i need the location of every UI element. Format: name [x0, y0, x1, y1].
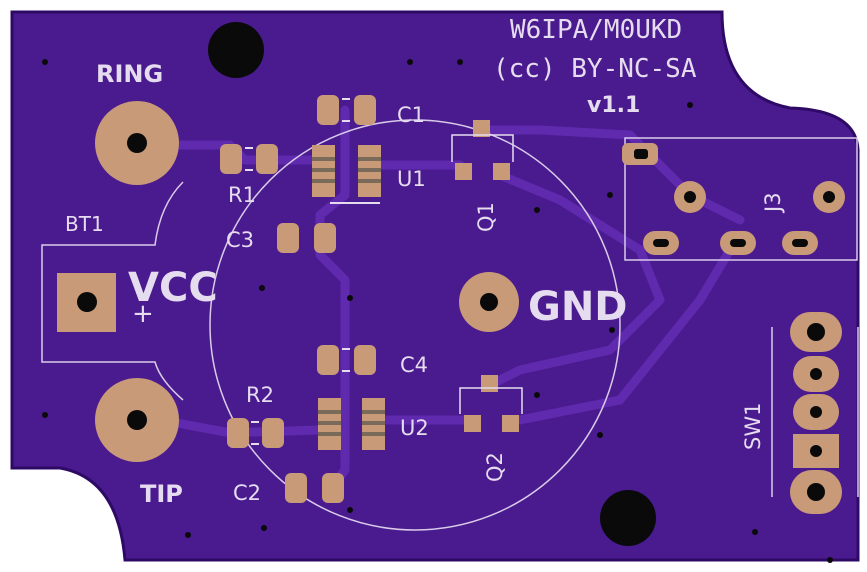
vias	[42, 59, 833, 563]
mounting-hole-bottom	[600, 490, 656, 546]
ref-c4: C4	[400, 353, 428, 377]
sw1-pads	[790, 312, 842, 514]
c1-footprint	[317, 95, 376, 125]
bt1-outline	[41, 181, 184, 401]
label-gnd: GND	[528, 284, 628, 330]
label-ring: RING	[96, 60, 163, 88]
j3-outline	[624, 137, 858, 261]
gnd-pad	[459, 272, 519, 332]
label-bt1: BT1	[65, 212, 104, 236]
ref-q1: Q1	[474, 202, 498, 232]
q1-footprint	[451, 120, 514, 180]
header-line2: (cc) BY-NC-SA	[493, 54, 697, 84]
c4-footprint	[317, 345, 376, 375]
c2-footprint	[285, 473, 344, 503]
u2-footprint	[318, 398, 385, 450]
vcc-pad	[57, 273, 116, 332]
r1-footprint	[220, 144, 278, 174]
ref-u1: U1	[397, 167, 426, 191]
ref-j3: J3	[761, 192, 785, 214]
label-tip: TIP	[140, 480, 183, 508]
header-version: v1.1	[587, 93, 640, 118]
j3-pads	[622, 143, 845, 255]
ref-c1: C1	[397, 103, 425, 127]
label-vcc: VCC	[128, 265, 218, 311]
q2-footprint	[459, 375, 523, 432]
u1-footprint	[312, 145, 381, 204]
c3-footprint	[277, 223, 336, 253]
ref-r2: R2	[246, 383, 274, 407]
ref-sw1: SW1	[741, 403, 765, 450]
ring-pad	[95, 101, 179, 185]
ref-c3: C3	[226, 228, 254, 252]
ref-u2: U2	[400, 416, 429, 440]
mounting-hole-top	[208, 22, 264, 78]
ref-q2: Q2	[483, 452, 507, 482]
tip-pad	[95, 378, 179, 462]
header-line1: W6IPA/M0UKD	[510, 15, 682, 45]
label-plus: +	[132, 299, 154, 329]
battery-outline-circle	[209, 119, 621, 531]
r2-footprint	[227, 418, 284, 448]
ref-r1: R1	[228, 183, 256, 207]
ref-c2: C2	[233, 481, 261, 505]
